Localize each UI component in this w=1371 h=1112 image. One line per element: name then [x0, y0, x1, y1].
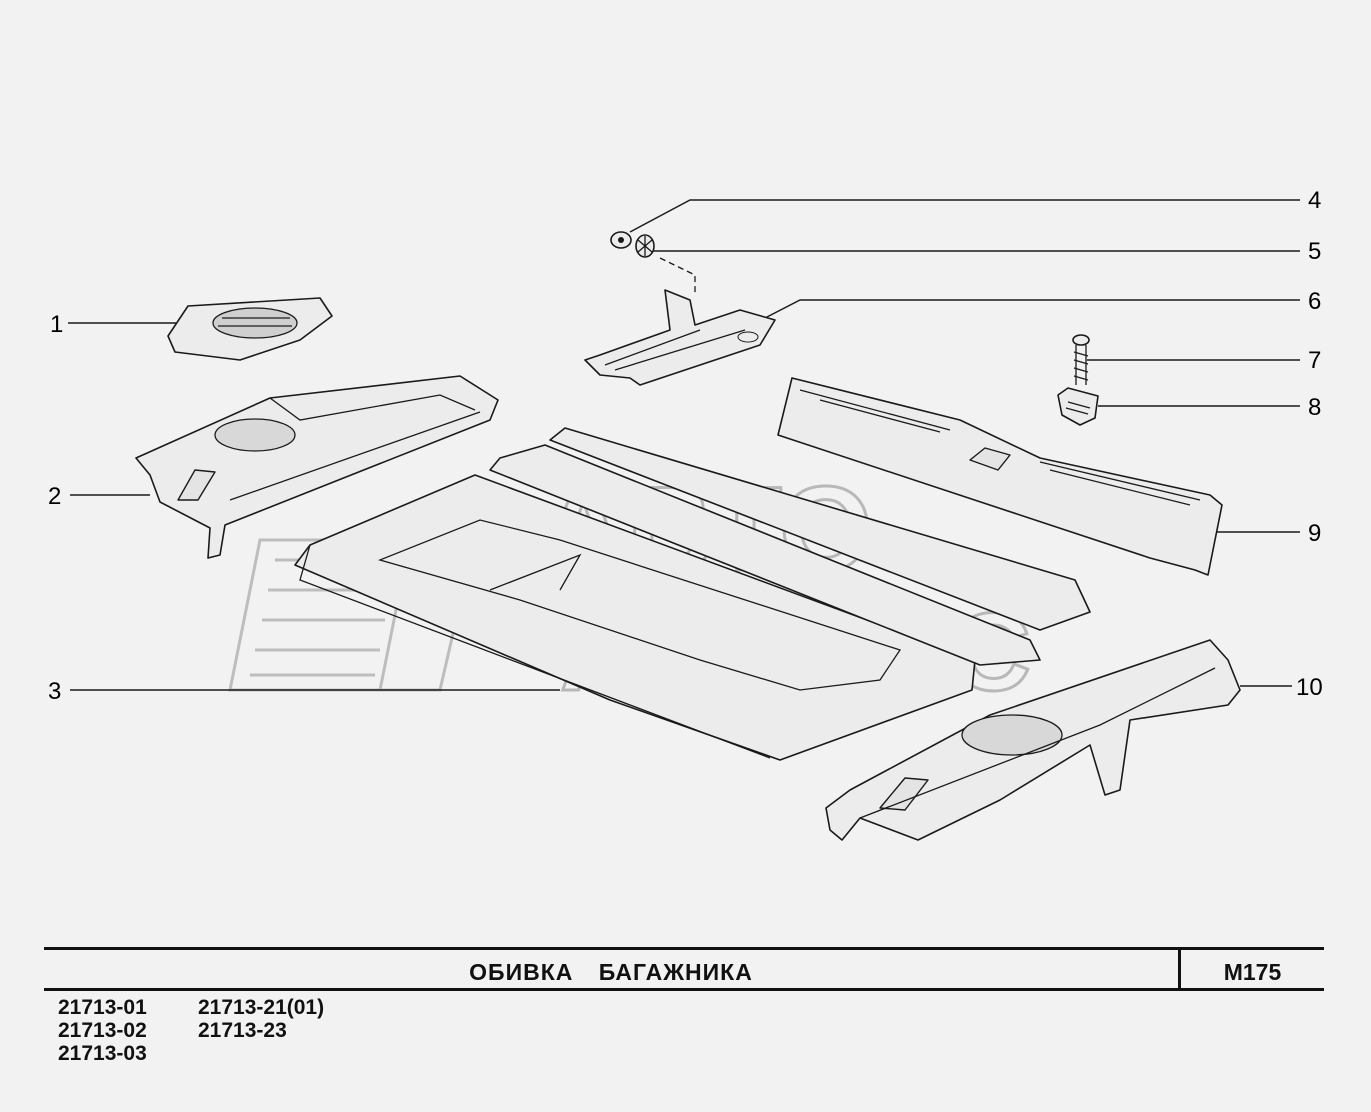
callout-10: 10	[1296, 674, 1323, 701]
callout-3: 3	[48, 678, 61, 705]
callout-6: 6	[1308, 288, 1321, 315]
exploded-view: АВТО АЛЬЯНС	[48, 187, 1323, 841]
part-10-right-shelf	[825, 639, 1241, 841]
part-1-speaker-grille	[167, 297, 333, 361]
part-7-screw	[1072, 334, 1090, 385]
part-9-rear-trim	[777, 377, 1223, 576]
part-3-floor-panels	[294, 427, 1091, 761]
model-code: 21713-02	[58, 1019, 147, 1042]
leader-lines	[68, 199, 1300, 691]
callout-2: 2	[48, 483, 61, 510]
callout-4: 4	[1308, 187, 1321, 214]
callout-1: 1	[50, 311, 63, 338]
parts-diagram: АВТО АЛЬЯНС	[48, 187, 1323, 841]
model-code: 21713-01	[58, 996, 147, 1019]
model-code: 21713-03	[58, 1042, 147, 1065]
title-divider	[1178, 950, 1181, 988]
part-4-nut	[610, 231, 632, 249]
page-code: М175	[1223, 959, 1282, 985]
callout-5: 5	[1308, 238, 1321, 265]
part-2-left-shelf	[135, 375, 499, 559]
callout-7: 7	[1308, 347, 1321, 374]
part-8-clip	[1057, 387, 1099, 426]
title-block: ОБИВКА БАГАЖНИКА М175	[44, 947, 1324, 991]
callout-numbers: 1 2 3 4 5 6 7 8 9 10	[48, 187, 1323, 705]
part-5-washer	[635, 234, 655, 258]
callout-8: 8	[1308, 394, 1321, 421]
callout-9: 9	[1308, 520, 1321, 547]
model-code: 21713-21(01)	[198, 996, 325, 1019]
model-code: 21713-23	[198, 1019, 287, 1042]
part-6-bracket	[584, 257, 776, 386]
page-title: ОБИВКА БАГАЖНИКА	[469, 959, 753, 985]
